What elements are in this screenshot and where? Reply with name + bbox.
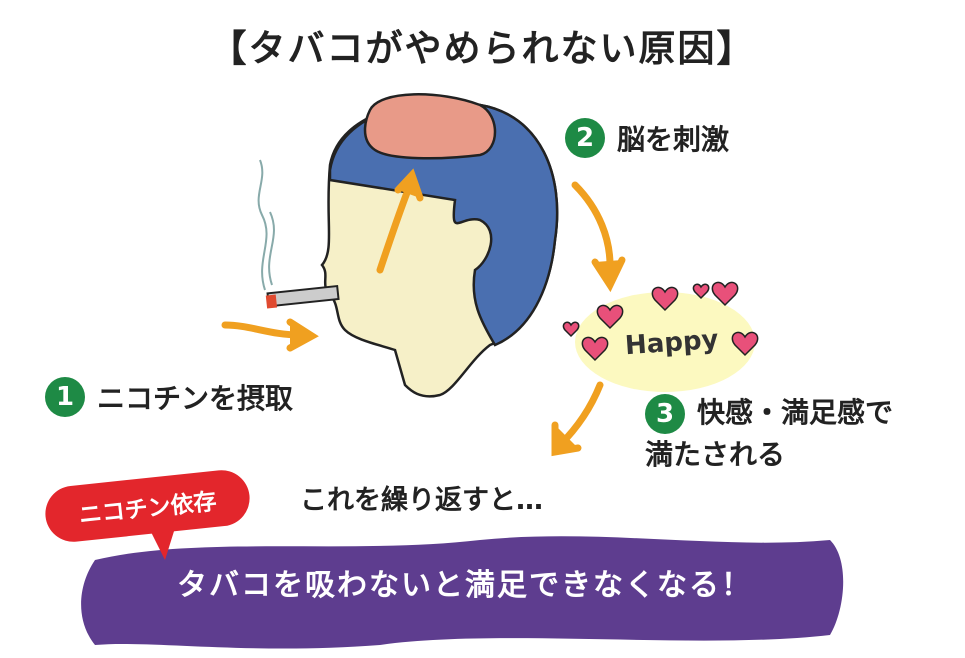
step-number: 3	[645, 394, 685, 434]
title: 【タバコがやめられない原因】	[209, 27, 756, 70]
repeat-text: これを繰り返すと…	[300, 485, 543, 516]
smoke-icon	[257, 159, 275, 291]
step-label: 脳を刺激	[617, 123, 730, 156]
step-2: 2 脳を刺激	[565, 118, 729, 158]
step-label: ニコチンを摂取	[97, 382, 294, 415]
step-1: 1 ニコチンを摂取	[45, 377, 293, 417]
step-label: 満たされる	[645, 438, 786, 471]
banner-shape	[81, 536, 844, 649]
step-number: 2	[565, 118, 605, 158]
conclusion-banner: タバコを吸わないと満足できなくなる！	[177, 568, 753, 603]
bubble-tail	[150, 528, 175, 560]
step-number: 1	[45, 377, 85, 417]
head-icon	[320, 93, 559, 398]
heart-icon	[562, 281, 759, 362]
step-label: 快感・満足感で	[697, 396, 894, 429]
step-3: 3 快感・満足感で 満たされる	[645, 392, 893, 476]
cigarette-icon	[265, 284, 340, 309]
arrow-icon	[221, 168, 626, 457]
